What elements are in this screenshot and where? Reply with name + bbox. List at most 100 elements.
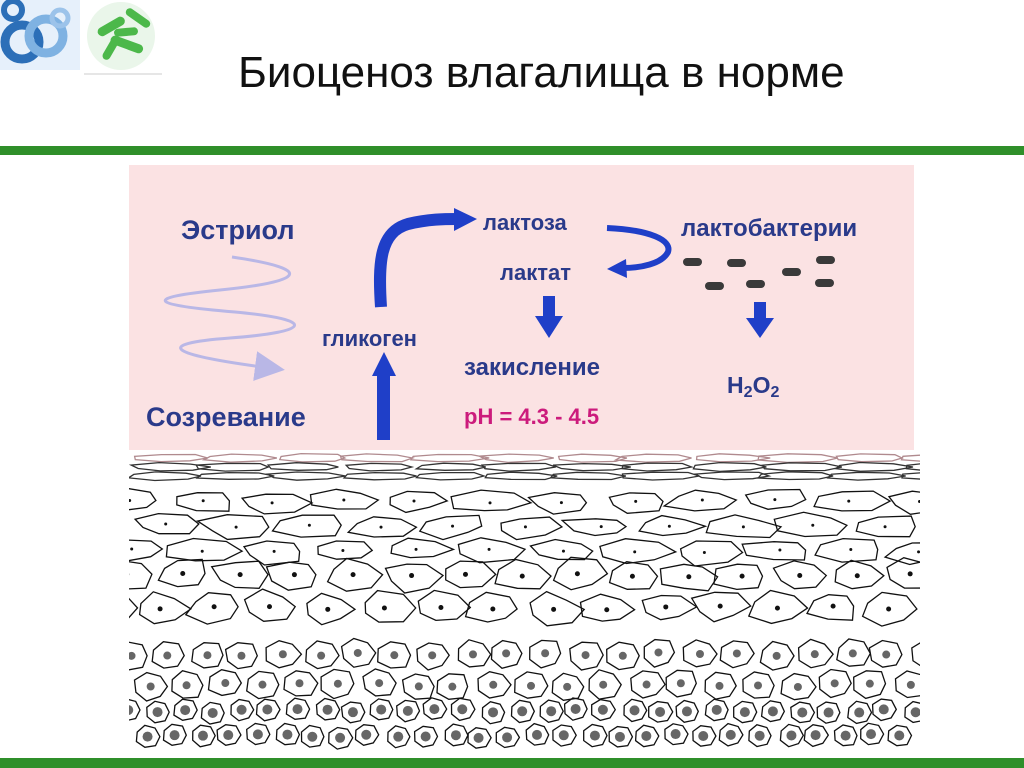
cell-nucleus: [906, 680, 915, 689]
maturation-label: Созревание: [146, 402, 306, 432]
epithelial-cell: [529, 639, 562, 669]
surface-cell: [484, 471, 558, 481]
cell-nucleus: [203, 651, 212, 660]
epithelial-cell: [165, 537, 244, 562]
cell-nucleus: [164, 522, 168, 526]
cell-nucleus: [197, 730, 208, 741]
cell-nucleus: [629, 573, 635, 579]
surface-cell: [414, 471, 487, 481]
epithelial-cell: [630, 670, 666, 699]
surface-cell: [621, 462, 695, 472]
cell-nucleus: [375, 679, 384, 688]
cell-nucleus: [695, 649, 704, 658]
cell-nucleus: [866, 729, 877, 740]
ph-label: pH =: [464, 404, 513, 429]
slide-title: Биоценоз влагалища в норме: [238, 48, 845, 97]
epithelial-cell: [682, 639, 718, 668]
cell-nucleus: [146, 682, 155, 691]
cell-nucleus: [541, 649, 550, 658]
cell-nucleus: [686, 574, 692, 580]
cell-nucleus: [715, 681, 724, 690]
epithelial-cell: [773, 511, 849, 538]
epithelial-cell: [638, 514, 708, 537]
cell-nucleus: [420, 731, 431, 742]
cell-nucleus: [811, 523, 815, 527]
cell-nucleus: [655, 706, 666, 717]
wavy-arrow-icon: [164, 255, 296, 381]
logo-rings-icon: [0, 0, 80, 70]
cell-nucleus: [200, 549, 204, 553]
epithelial-cell: [659, 563, 719, 592]
epithelial-cell: [171, 669, 204, 699]
epithelial-cell: [623, 698, 648, 723]
epithelial-cell: [836, 638, 872, 667]
surface-cell: [201, 453, 278, 463]
epithelial-cell: [283, 670, 319, 697]
cell-nucleus: [754, 730, 765, 741]
surface-cell: [129, 461, 211, 472]
surface-cell: [693, 471, 772, 481]
epithelial-cell: [457, 639, 492, 668]
epithelial-cell: [377, 641, 412, 669]
epithelial-cell: [662, 489, 738, 512]
cell-nucleus: [907, 571, 913, 577]
epithelial-cell: [477, 671, 512, 699]
cell-nucleus: [574, 571, 580, 577]
epithelial-cell: [138, 591, 193, 625]
cell-nucleus: [201, 499, 205, 503]
epithelial-cell: [340, 701, 366, 724]
surface-cell: [757, 453, 838, 464]
epithelial-cell: [779, 723, 805, 748]
cell-nucleus: [258, 680, 267, 689]
cell-nucleus: [129, 651, 136, 660]
surface-cell: [905, 463, 920, 471]
epithelial-cell: [275, 722, 301, 746]
bottom-divider: [0, 758, 1024, 768]
cell-nucleus: [291, 572, 297, 578]
cell-nucleus: [468, 650, 477, 659]
cell-nucleus: [910, 707, 920, 718]
cell-nucleus: [223, 730, 234, 741]
surface-cell: [476, 453, 554, 464]
epithelial-cell: [527, 492, 588, 515]
epithelial-cell: [328, 726, 354, 750]
epithelial-cell: [847, 700, 873, 725]
cell-nucleus: [272, 549, 276, 553]
cell-nucleus: [129, 499, 132, 503]
epithelial-cell: [200, 701, 225, 725]
cell-nucleus: [237, 651, 246, 660]
cell-nucleus: [429, 704, 440, 715]
surface-cell: [344, 462, 415, 472]
epithelial-cell: [883, 542, 920, 566]
cell-nucleus: [629, 705, 640, 716]
epithelial-cell: [806, 594, 855, 621]
ph-readout: pH = 4.3 - 4.5: [464, 404, 599, 430]
cell-nucleus: [558, 730, 569, 741]
epithelial-cell: [887, 490, 920, 515]
epithelial-cell: [195, 514, 270, 541]
cell-nucleus: [830, 679, 839, 688]
cell-nucleus: [589, 730, 600, 741]
cell-nucleus: [531, 729, 542, 740]
epithelial-cell: [552, 556, 609, 591]
epithelial-cell: [886, 557, 920, 589]
epithelial-cell: [713, 563, 764, 591]
epithelial-cell: [719, 640, 755, 669]
cell-nucleus: [462, 571, 468, 577]
cell-nucleus: [379, 525, 383, 529]
surface-cell: [834, 461, 914, 472]
bacteria-logo-icon: [84, 0, 162, 75]
cell-nucleus: [849, 548, 853, 552]
cell-nucleus: [551, 606, 557, 612]
cell-nucleus: [307, 731, 318, 742]
surface-cell: [900, 454, 920, 462]
epithelial-cell: [648, 700, 674, 723]
epithelial-cell: [780, 672, 817, 701]
cell-nucleus: [350, 572, 356, 578]
epithelial-cell: [450, 489, 533, 512]
epithelial-cell: [192, 724, 216, 748]
epithelial-cell: [129, 641, 148, 671]
cell-nucleus: [450, 730, 461, 741]
epithelial-cell: [911, 642, 920, 667]
